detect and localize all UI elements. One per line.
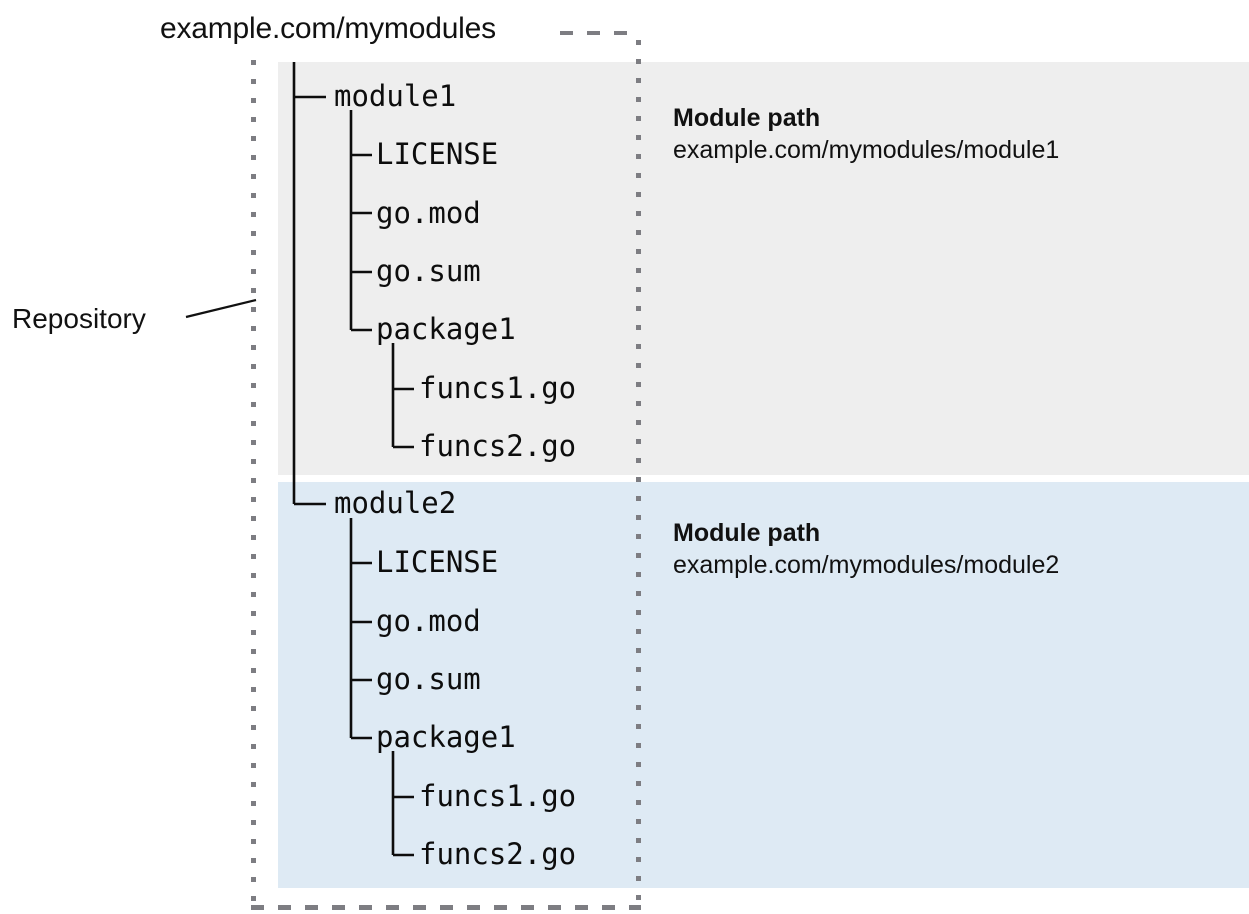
tree-node-module1[interactable]: module1 bbox=[334, 79, 457, 113]
tree-node-module2-go-mod[interactable]: go.mod bbox=[376, 604, 481, 638]
tree-node-module1-funcs1-go[interactable]: funcs1.go bbox=[419, 371, 577, 405]
repository-url-label: example.com/mymodules bbox=[160, 12, 496, 45]
tree-node-module2-license[interactable]: LICENSE bbox=[376, 545, 499, 579]
repository-label: Repository bbox=[12, 303, 146, 334]
repository-boundary-right bbox=[636, 40, 641, 910]
tree-node-module2-package1[interactable]: package1 bbox=[376, 720, 516, 754]
tree-node-module1-go-mod[interactable]: go.mod bbox=[376, 196, 481, 230]
module1-annotation-path: example.com/mymodules/module1 bbox=[673, 136, 1060, 165]
repository-leader-line bbox=[185, 298, 257, 319]
repository-boundary-bottom bbox=[251, 905, 641, 910]
module2-annotation: Module path example.com/mymodules/module… bbox=[673, 518, 1059, 582]
module1-highlight-panel bbox=[278, 62, 1249, 475]
module1-annotation-title: Module path bbox=[673, 104, 821, 132]
repository-boundary-left bbox=[251, 60, 256, 910]
module2-annotation-path: example.com/mymodules/module2 bbox=[673, 551, 1060, 580]
module2-annotation-title: Module path bbox=[673, 519, 821, 547]
tree-node-module2-go-sum[interactable]: go.sum bbox=[376, 662, 481, 696]
tree-node-module2-funcs1-go[interactable]: funcs1.go bbox=[419, 779, 577, 813]
tree-node-module1-go-sum[interactable]: go.sum bbox=[376, 254, 481, 288]
module1-annotation: Module path example.com/mymodules/module… bbox=[673, 103, 1059, 167]
tree-node-module2[interactable]: module2 bbox=[334, 486, 457, 520]
tree-node-module1-funcs2-go[interactable]: funcs2.go bbox=[419, 429, 577, 463]
tree-node-module1-license[interactable]: LICENSE bbox=[376, 137, 499, 171]
tree-node-module1-package1[interactable]: package1 bbox=[376, 312, 516, 346]
repository-url-connector-dash bbox=[560, 31, 640, 35]
module2-highlight-panel bbox=[278, 482, 1249, 888]
tree-node-module2-funcs2-go[interactable]: funcs2.go bbox=[419, 837, 577, 871]
